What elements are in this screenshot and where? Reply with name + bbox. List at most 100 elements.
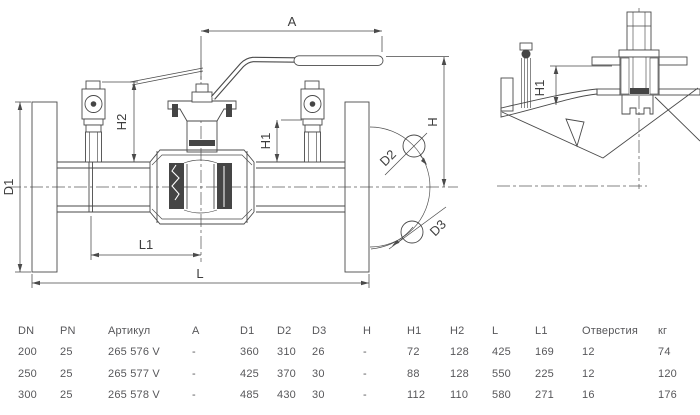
handle-lever-outline [210,56,298,100]
handle [129,55,384,100]
cell-a: - [192,346,196,359]
dim-label-D1: D1 [1,179,16,196]
cell-kg: 74 [658,346,671,359]
dim-label-L1: L1 [139,237,153,252]
side-plates [591,56,700,96]
dim-D2: D2 [377,132,428,176]
cell-dn: 300 [18,389,37,402]
dimensions-table: DN PN Артикул A D1 D2 D3 H H1 H2 L L1 От… [18,320,694,406]
cell-h2: 128 [450,346,469,359]
table-row: 300 25 265 578 V - 485 430 30 - 112 110 … [18,385,694,407]
col-header-d2: D2 [277,324,292,337]
cell-l: 550 [492,367,511,380]
col-header-holes: Отверстия [582,324,638,337]
stud-right [226,104,232,117]
stem-assembly [167,83,237,153]
side-seat-wedge [565,118,585,148]
side-section-break-lines [501,87,700,159]
stem-seal-lower [189,140,215,146]
col-header-article: Артикул [108,324,151,337]
cell-d3: 30 [312,367,325,380]
stem-nut [191,91,213,103]
cell-d2: 370 [277,367,296,380]
stud-left [172,104,178,117]
dim-label-A: A [288,14,297,29]
packing-seal [630,88,649,94]
bolt-circle-arc [369,126,431,248]
cell-holes: 16 [582,389,595,402]
cell-h2: 128 [450,367,469,380]
valve-technical-drawing: A H H1 H2 D1 L1 [1,8,700,288]
weld-seam [88,162,93,212]
dim-label-L: L [196,266,203,281]
col-header-kg: кг [658,324,668,337]
col-header-a: A [192,324,200,337]
cell-a: - [192,389,196,402]
cell-article: 265 577 V [108,367,160,380]
col-header-h1: H1 [407,324,422,337]
cell-h2: 110 [450,389,469,402]
cell-l1: 271 [535,389,554,402]
left-flange [31,101,58,273]
dimensions: A H H1 H2 D1 L1 [1,14,449,288]
cell-l1: 169 [535,346,554,359]
main-view [8,55,458,273]
dim-H1: H1 [258,119,302,162]
side-gland [619,56,660,96]
left-pipe [57,161,150,213]
drain-valve [81,80,106,163]
cell-d1: 425 [240,367,259,380]
dim-label-H1: H1 [258,133,273,150]
cell-h: - [363,346,367,359]
handle-lever-core [211,57,298,100]
diameter-symbol [400,220,424,244]
diameter-symbol [402,134,426,158]
ball-bore [186,164,215,209]
cell-h: - [363,367,367,380]
right-flange [344,101,370,273]
mounting-flange [167,100,237,122]
dim-label-H: H [425,117,440,126]
side-body-wall [500,88,598,118]
dim-label-D3: D3 [427,217,449,239]
dim-H2: H2 [102,81,138,162]
cell-pn: 25 [60,389,73,402]
cell-d3: 26 [312,346,325,359]
cell-l: 425 [492,346,511,359]
cell-h1: 72 [407,346,420,359]
cell-dn: 250 [18,367,37,380]
cell-d1: 360 [240,346,259,359]
cell-h1: 112 [407,389,426,402]
table-row: 250 25 265 577 V - 425 370 30 - 88 128 5… [18,363,694,385]
col-header-l1: L1 [535,324,548,337]
cell-l1: 225 [535,367,554,380]
col-header-l: L [492,324,499,337]
side-view: H1 [497,8,700,189]
right-pipe [256,161,345,213]
cell-a: - [192,367,196,380]
side-flange-edge [500,77,514,112]
cell-pn: 25 [60,367,73,380]
dim-A: A [200,14,383,80]
vent-valve [300,80,325,163]
dim-L: L [31,266,370,288]
cell-d3: 30 [312,389,325,402]
stem-top [195,83,209,93]
dim-L1: L1 [90,216,201,260]
dim-D3: D3 [388,206,449,250]
cell-d2: 430 [277,389,296,402]
handle-grip [293,55,384,66]
side-vent-tube [519,42,533,108]
cell-h: - [363,389,367,402]
col-header-h: H [363,324,372,337]
ball-outline [183,159,218,214]
cell-pn: 25 [60,346,73,359]
ball-and-seats [169,159,232,214]
col-header-h2: H2 [450,324,465,337]
dim-D1: D1 [1,101,31,273]
left-seat [169,163,184,209]
seat-spring [171,164,180,201]
bolt-hole-arc [370,226,414,250]
dim-label-D2: D2 [377,147,399,169]
